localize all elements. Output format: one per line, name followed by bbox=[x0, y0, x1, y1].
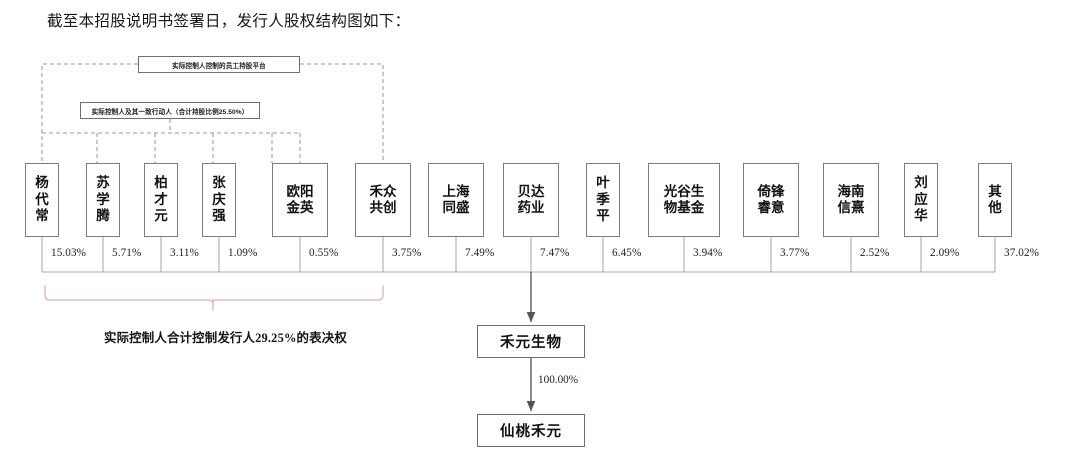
subsidiary-label: 仙桃禾元 bbox=[500, 424, 562, 440]
shareholder-name-line: 光谷生 bbox=[663, 183, 705, 199]
shareholder-name-line: 同盛 bbox=[442, 200, 470, 215]
subsidiary-box[interactable]: 仙桃禾元 bbox=[477, 414, 585, 447]
ownership-percent: 7.49% bbox=[465, 247, 495, 259]
ownership-percent: 0.55% bbox=[309, 247, 339, 259]
ownership-percent: 3.94% bbox=[693, 247, 723, 259]
issuer-label: 禾元生物 bbox=[500, 335, 562, 351]
shareholder-name-line: 强 bbox=[212, 208, 226, 224]
shareholder-name-line: 腾 bbox=[96, 208, 110, 224]
shareholder-box[interactable]: 倚锋 睿意 bbox=[743, 163, 799, 237]
shareholder-name-line: 禾众 bbox=[369, 183, 397, 199]
ownership-percent: 3.77% bbox=[780, 247, 810, 259]
shareholder-box[interactable]: 贝达 药业 bbox=[503, 163, 559, 237]
shareholder-name-line: 物基金 bbox=[663, 200, 705, 215]
esop-platform-label: 实际控制人控制的员工持股平台 bbox=[172, 62, 266, 70]
shareholder-name-line: 庆 bbox=[212, 191, 226, 207]
shareholder-box[interactable]: 上海 同盛 bbox=[428, 163, 484, 237]
ownership-percent: 3.75% bbox=[392, 247, 422, 259]
shareholder-name-line: 金英 bbox=[286, 200, 314, 215]
shareholder-name-line: 杨 bbox=[35, 175, 49, 191]
ownership-percent: 5.71% bbox=[112, 247, 142, 259]
shareholder-box[interactable]: 苏 学 腾 bbox=[86, 163, 120, 237]
shareholder-name-line: 贝达 bbox=[517, 183, 545, 199]
shareholder-name-line: 药业 bbox=[517, 200, 545, 215]
shareholder-name-line: 华 bbox=[914, 208, 928, 224]
shareholder-name-line: 学 bbox=[96, 191, 110, 207]
actual-controller-label: 实际控制人及其一致行动人（合计持股比例25.50%） bbox=[91, 108, 249, 116]
shareholder-box[interactable]: 张 庆 强 bbox=[202, 163, 236, 237]
shareholder-box[interactable]: 杨 代 常 bbox=[25, 163, 59, 237]
subsidiary-ownership-percent: 100.00% bbox=[538, 374, 579, 386]
shareholder-name-line: 海南 bbox=[837, 183, 865, 199]
issuer-box[interactable]: 禾元生物 bbox=[477, 325, 585, 358]
shareholder-name-line: 睿意 bbox=[757, 200, 785, 215]
shareholder-name-line: 上海 bbox=[442, 183, 470, 199]
ownership-percent: 2.52% bbox=[860, 247, 890, 259]
control-box-esop-platform: 实际控制人控制的员工持股平台 bbox=[138, 56, 300, 73]
shareholder-box[interactable]: 禾众 共创 bbox=[355, 163, 411, 237]
ownership-percent: 37.02% bbox=[1004, 247, 1040, 259]
ownership-percent: 7.47% bbox=[540, 247, 570, 259]
page-title: 截至本招股说明书签署日，发行人股权结构图如下： bbox=[47, 13, 411, 30]
shareholder-name-line: 共创 bbox=[369, 200, 397, 215]
shareholder-name-line: 倚锋 bbox=[757, 183, 785, 199]
shareholder-name-line: 苏 bbox=[96, 175, 110, 191]
shareholder-name-line: 叶 bbox=[596, 175, 610, 191]
shareholder-box[interactable]: 光谷生 物基金 bbox=[648, 163, 720, 237]
shareholder-name-line: 常 bbox=[35, 208, 49, 224]
ownership-percent: 2.09% bbox=[930, 247, 960, 259]
shareholder-name-line: 平 bbox=[596, 208, 610, 224]
shareholder-name-line: 张 bbox=[212, 175, 226, 191]
shareholder-box[interactable]: 叶 季 平 bbox=[586, 163, 620, 237]
shareholder-name-line: 柏 bbox=[154, 175, 168, 191]
shareholder-name-line: 信熹 bbox=[837, 200, 865, 215]
shareholder-name-line: 欧阳 bbox=[286, 183, 314, 199]
ownership-percent: 15.03% bbox=[51, 247, 87, 259]
shareholder-box[interactable]: 刘 应 华 bbox=[904, 163, 938, 237]
shareholder-box[interactable]: 其 他 bbox=[978, 163, 1012, 237]
shareholder-name-line: 其 bbox=[988, 183, 1002, 199]
shareholder-name-line: 刘 bbox=[914, 175, 928, 191]
shareholder-box[interactable]: 欧阳 金英 bbox=[272, 163, 328, 237]
ownership-percent: 1.09% bbox=[228, 247, 258, 259]
shareholder-name-line: 才 bbox=[154, 191, 168, 207]
shareholder-name-line: 他 bbox=[988, 200, 1002, 215]
voting-rights-annotation: 实际控制人合计控制发行人29.25%的表决权 bbox=[104, 331, 347, 345]
shareholder-name-line: 元 bbox=[154, 208, 168, 224]
ownership-percent: 6.45% bbox=[612, 247, 642, 259]
shareholder-name-line: 季 bbox=[596, 191, 610, 207]
ownership-percent: 3.11% bbox=[170, 247, 199, 259]
shareholder-name-line: 代 bbox=[35, 191, 49, 207]
control-box-actual-controller: 实际控制人及其一致行动人（合计持股比例25.50%） bbox=[80, 102, 260, 119]
shareholder-box[interactable]: 海南 信熹 bbox=[823, 163, 879, 237]
shareholder-box[interactable]: 柏 才 元 bbox=[144, 163, 178, 237]
shareholder-name-line: 应 bbox=[914, 191, 928, 207]
